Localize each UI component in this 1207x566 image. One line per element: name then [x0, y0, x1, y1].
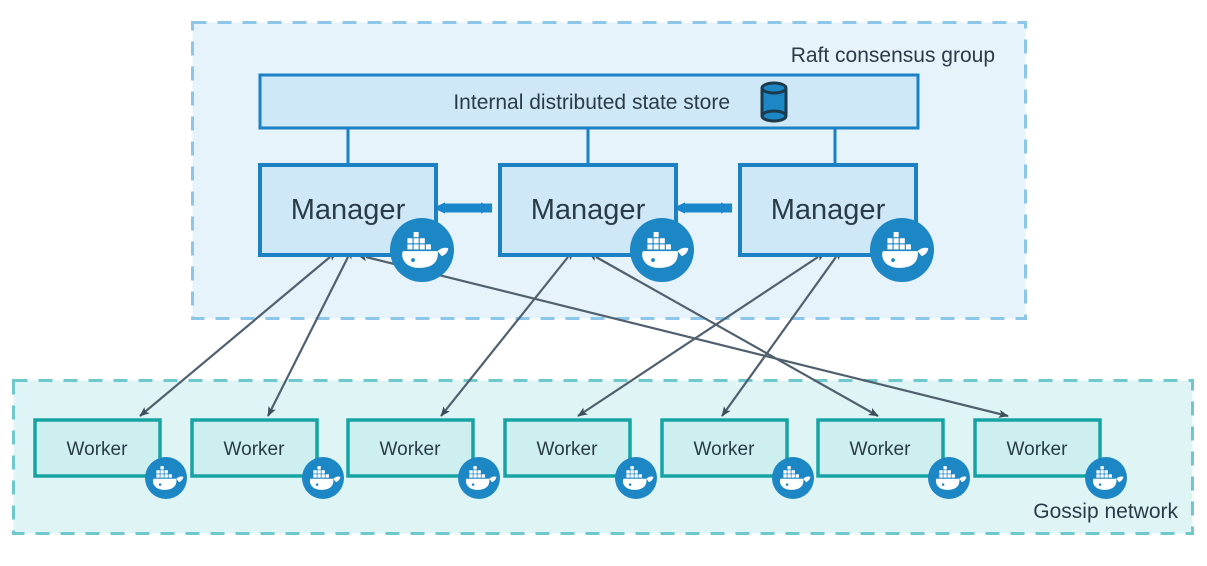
- worker-box-3[interactable]: [346, 418, 475, 478]
- worker-box-6[interactable]: [816, 418, 945, 478]
- link-manager1-worker2: [267, 248, 353, 417]
- worker-box-5[interactable]: [660, 418, 789, 478]
- docker-whale-icon: [390, 218, 454, 282]
- internal-state-store-node[interactable]: Internal distributed state store: [258, 73, 920, 130]
- worker-label-7: Worker: [1007, 439, 1069, 460]
- docker-whale-icon: [928, 457, 970, 499]
- worker-node-1[interactable]: Worker: [33, 418, 187, 499]
- worker-box-1[interactable]: [33, 418, 162, 478]
- gossip-network-label: Gossip network: [1033, 500, 1178, 523]
- docker-whale-icon: [615, 457, 657, 499]
- state-store-box[interactable]: [258, 73, 920, 130]
- worker-node-4[interactable]: Worker: [503, 418, 657, 499]
- worker-label-3: Worker: [380, 439, 442, 460]
- state-store-label: Internal distributed state store: [453, 91, 730, 114]
- worker-label-2: Worker: [224, 439, 286, 460]
- worker-node-5[interactable]: Worker: [660, 418, 814, 499]
- docker-whale-icon: [1085, 457, 1127, 499]
- manager-label-3: Manager: [771, 194, 886, 226]
- docker-whale-icon: [630, 218, 694, 282]
- worker-label-1: Worker: [67, 439, 129, 460]
- manager-label-2: Manager: [531, 194, 646, 226]
- worker-box-4[interactable]: [503, 418, 632, 478]
- worker-label-6: Worker: [850, 439, 912, 460]
- worker-label-4: Worker: [537, 439, 599, 460]
- docker-whale-icon: [458, 457, 500, 499]
- manager-node-1[interactable]: Manager: [258, 163, 454, 282]
- manager-node-3[interactable]: Manager: [738, 163, 934, 282]
- link-manager1-worker7: [357, 253, 1009, 418]
- manager-node-2[interactable]: Manager: [498, 163, 694, 282]
- manager-label-1: Manager: [291, 194, 406, 226]
- database-cylinder-icon: [760, 81, 788, 123]
- docker-whale-icon: [302, 457, 344, 499]
- docker-whale-icon: [772, 457, 814, 499]
- worker-box-2[interactable]: [190, 418, 319, 478]
- store-manager-connectors: [346, 128, 837, 165]
- docker-whale-icon: [870, 218, 934, 282]
- worker-label-5: Worker: [694, 439, 756, 460]
- worker-node-3[interactable]: Worker: [346, 418, 500, 499]
- worker-node-6[interactable]: Worker: [816, 418, 970, 499]
- raft-group-label: Raft consensus group: [791, 44, 995, 67]
- docker-whale-icon: [145, 457, 187, 499]
- worker-node-2[interactable]: Worker: [190, 418, 344, 499]
- worker-node-7[interactable]: Worker: [973, 418, 1127, 499]
- manager-worker-links: [139, 248, 1009, 418]
- worker-box-7[interactable]: [973, 418, 1102, 478]
